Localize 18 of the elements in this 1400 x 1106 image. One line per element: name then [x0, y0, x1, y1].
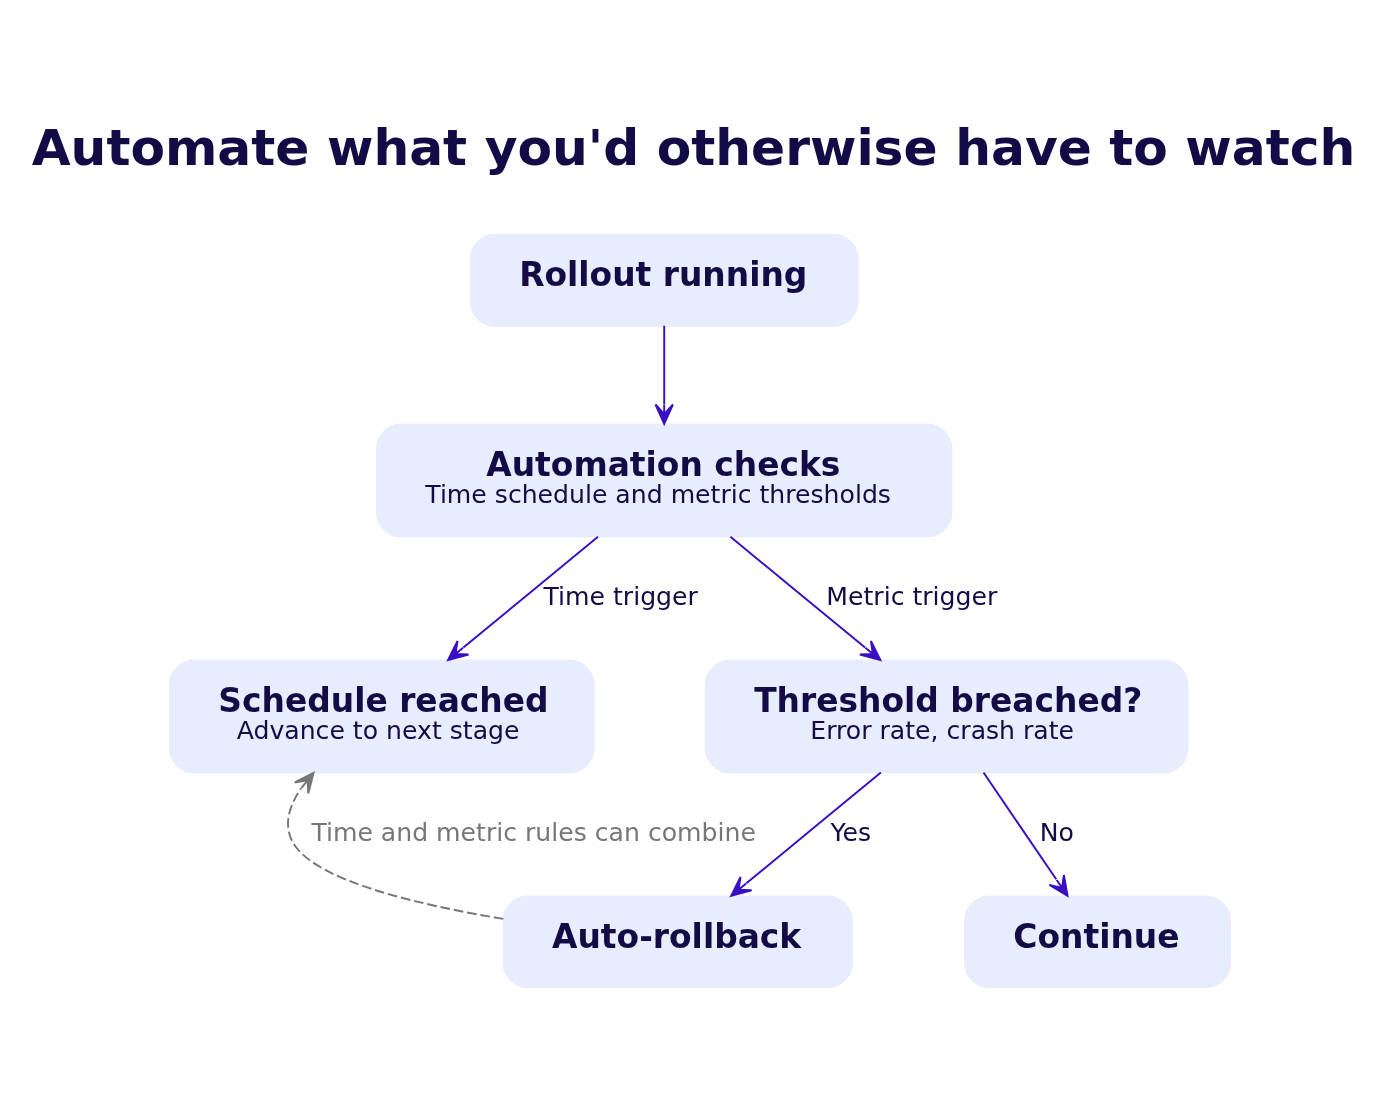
- arrow: [729, 535, 882, 661]
- diagram-title: Automate what you'd otherwise have to watch: [31, 117, 1356, 177]
- node-box: Rollout running: [469, 233, 859, 327]
- arrow: [982, 771, 1069, 897]
- arrow: [730, 771, 882, 897]
- arrow: [654, 324, 674, 425]
- edge-label: Time and metric rules can combine: [311, 818, 756, 848]
- edge-label: No: [1039, 818, 1074, 848]
- edge-label: Yes: [830, 818, 872, 848]
- node-box: Threshold breached? Error rate, crash rate: [704, 659, 1189, 774]
- node-box: Schedule reached Advance to next stage: [169, 659, 595, 774]
- node-box: Continue: [964, 895, 1231, 989]
- edge-label: Time trigger: [543, 582, 698, 612]
- edge-label: Metric trigger: [826, 582, 998, 612]
- node-box: Automation checks Time schedule and metric thresholds: [376, 423, 953, 538]
- arrow: [447, 535, 599, 661]
- arrow: [287, 771, 505, 920]
- node-box: Auto-rollback: [502, 895, 853, 989]
